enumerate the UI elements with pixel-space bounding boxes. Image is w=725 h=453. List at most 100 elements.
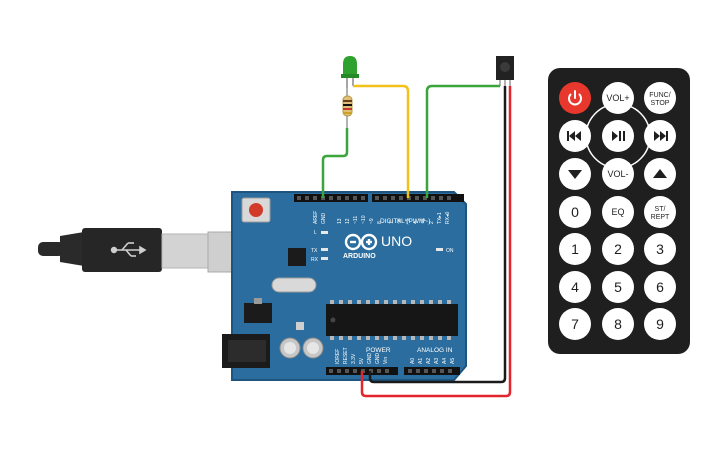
chip-notch (330, 317, 336, 323)
remote-button-label-6: 6 (656, 279, 664, 295)
remote-button-5[interactable]: 5 (602, 271, 634, 303)
power-header (326, 367, 460, 375)
power-pin-label-6: Vin (383, 357, 389, 364)
remote-button-next[interactable] (644, 120, 676, 152)
remote-button-vol-up[interactable]: VOL+ (602, 82, 634, 114)
digital-pin-label-5: 8 (377, 221, 383, 224)
analog-pin-label-4: A4 (442, 358, 448, 364)
digital-pin-label-0: 13 (337, 218, 343, 224)
pin-label-aref: AREF (313, 211, 319, 224)
remote-button-2[interactable]: 2 (602, 233, 634, 265)
atmega-pins (330, 300, 451, 340)
digital-pin-label-4: ~9 (369, 218, 375, 224)
remote-button-up[interactable] (644, 158, 676, 190)
remote-button-label-7: 7 (571, 316, 579, 332)
wires (321, 84, 512, 398)
power-pin-label-2: 3.3V (351, 353, 357, 364)
remote-button-label-4: 4 (571, 279, 579, 295)
remote-button-9[interactable]: 9 (644, 308, 676, 340)
power-icon (568, 90, 582, 106)
power-label: POWER (366, 347, 391, 354)
usb-icon (110, 242, 147, 257)
usb-chip (288, 248, 306, 266)
led-rx-label: RX (311, 257, 319, 263)
power-pin-label-3: 5V (359, 357, 365, 364)
remote-button-7[interactable]: 7 (559, 308, 591, 340)
model-label: UNO (381, 233, 412, 249)
arrow-down-icon (568, 170, 582, 179)
digital-label: DIGITAL (PWM~) (380, 218, 430, 225)
remote-button-label-st-rept: ST/REPT (651, 206, 670, 221)
remote-button-6[interactable]: 6 (644, 271, 676, 303)
digital-header (294, 194, 464, 202)
remote-button-label-vol-down: VOL- (607, 169, 628, 179)
digital-pin-label-11: 2 (429, 221, 435, 224)
brand-label: ARDUINO (343, 253, 376, 260)
led-rx (321, 257, 328, 260)
led-on-label: ON (446, 248, 454, 254)
remote-button-label-eq: EQ (611, 207, 624, 217)
digital-pin-label-8: ~5 (405, 218, 411, 224)
digital-pin-label-9: 4 (413, 221, 419, 224)
led-l (321, 231, 328, 234)
reset-button[interactable] (249, 203, 263, 217)
analog-pin-label-5: A5 (450, 358, 456, 364)
power-pin-label-0: IOREF (335, 349, 341, 364)
remote-button-label-8: 8 (614, 316, 622, 332)
power-pin-label-5: GND (375, 353, 381, 365)
crystal (271, 277, 317, 293)
wire-led-signal[interactable] (353, 84, 410, 198)
digital-pin-label-7: ~6 (397, 218, 403, 224)
remote-button-power[interactable] (559, 82, 591, 114)
skip-forward-icon (654, 131, 668, 141)
arrow-up-icon (653, 169, 667, 178)
wire-ir-vcc[interactable] (360, 86, 512, 398)
remote-button-down[interactable] (559, 158, 591, 190)
pin-label-gnd: GND (321, 213, 327, 225)
remote-button-label-5: 5 (614, 279, 622, 295)
digital-pin-label-6: 7 (389, 221, 395, 224)
power-pin-label-4: GND (367, 353, 373, 365)
play-pause-icon (612, 131, 625, 141)
remote-button-label-1: 1 (571, 241, 579, 257)
wire-ir-signal[interactable] (425, 84, 500, 198)
resistor[interactable] (342, 86, 353, 128)
led-on (436, 248, 443, 251)
digital-pin-label-1: 12 (345, 218, 351, 224)
atmega-chip (326, 304, 458, 336)
power-pin-label-1: RESET (343, 347, 349, 364)
digital-pin-label-10: ~3 (421, 218, 427, 224)
remote-button-eq[interactable]: EQ (602, 196, 634, 228)
analog-label: ANALOG IN (417, 347, 453, 354)
remote-button-0[interactable]: 0 (559, 196, 591, 228)
remote-button-4[interactable]: 4 (559, 271, 591, 303)
remote-button-prev[interactable] (559, 120, 591, 152)
ir-receiver[interactable] (496, 56, 514, 86)
green-led[interactable] (341, 56, 359, 88)
analog-pin-label-1: A1 (418, 358, 424, 364)
wire-ir-gnd[interactable] (368, 86, 507, 384)
led-tx-label: TX (311, 248, 318, 254)
remote-button-play-pause[interactable] (602, 120, 634, 152)
voltage-regulator (244, 303, 272, 323)
remote-button-8[interactable]: 8 (602, 308, 634, 340)
remote-button-st-rept[interactable]: ST/REPT (644, 196, 676, 228)
wire-led-gnd[interactable] (321, 128, 349, 198)
digital-pin-label-12: TX▸1 (437, 212, 443, 224)
analog-pin-label-0: A0 (410, 358, 416, 364)
skip-back-icon (567, 131, 581, 141)
remote-button-func-stop[interactable]: FUNC/STOP (644, 82, 676, 114)
remote-button-1[interactable]: 1 (559, 233, 591, 265)
remote-button-3[interactable]: 3 (644, 233, 676, 265)
remote-button-label-0: 0 (571, 204, 579, 220)
arduino-logo (344, 233, 378, 251)
regulator-tab (254, 298, 262, 304)
analog-pin-label-2: A2 (426, 358, 432, 364)
remote-button-vol-down[interactable]: VOL- (602, 158, 634, 190)
